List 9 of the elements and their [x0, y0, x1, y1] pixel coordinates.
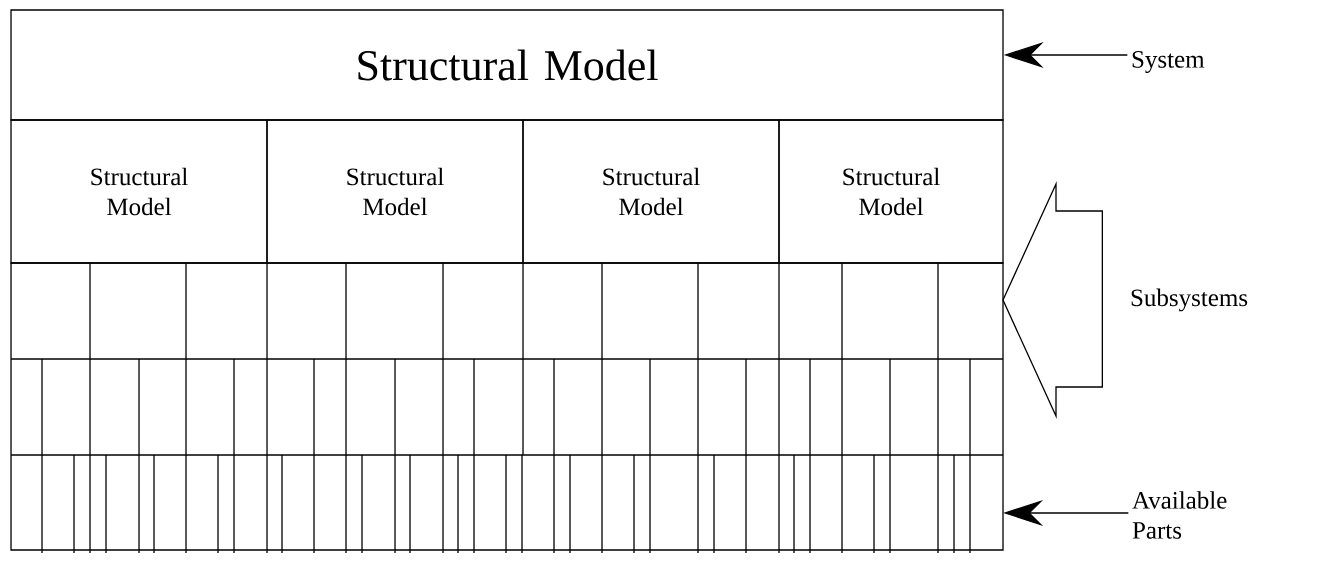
level-label: System	[1132, 51, 1205, 73]
block-arrow	[1002, 181, 1103, 419]
model-box: Structural Model	[522, 119, 780, 264]
model-box: Structural Model	[10, 9, 1004, 121]
level-label: Subsystems	[1131, 288, 1248, 312]
model-box: Structural Model	[778, 119, 1004, 264]
model-box: Structural Model	[266, 119, 524, 264]
model-box: Structural Model	[10, 119, 268, 264]
level-label: Available Parts	[1132, 491, 1227, 539]
